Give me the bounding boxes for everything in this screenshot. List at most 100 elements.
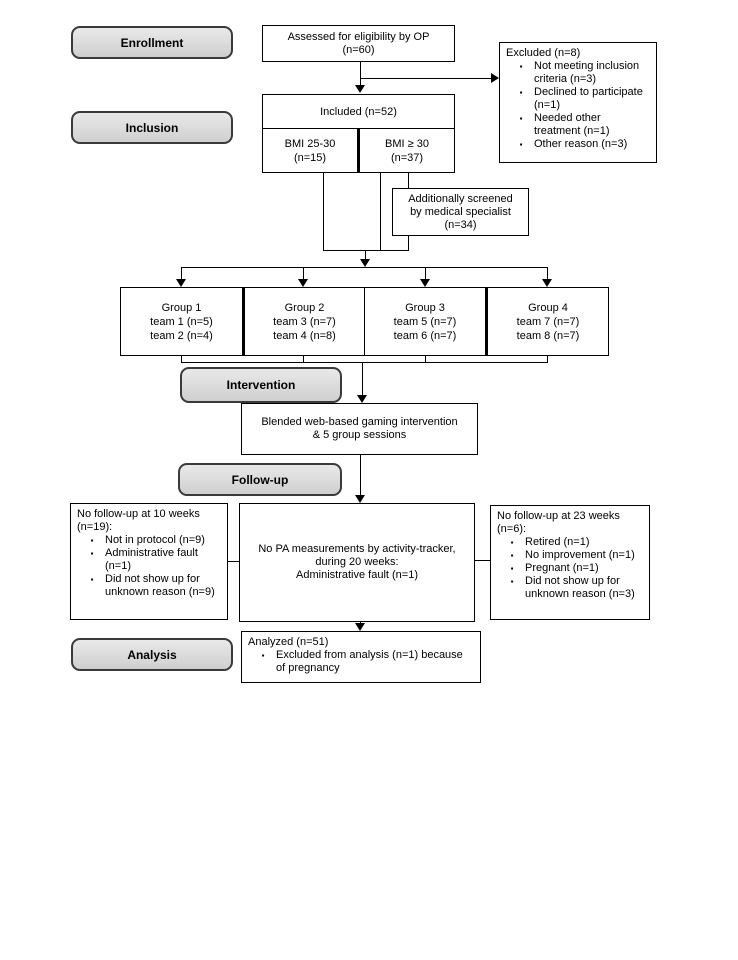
stage-label-followup-text: Follow-up: [231, 472, 289, 487]
group-1-team-1: team 1 (n=5): [150, 315, 213, 328]
followup-right-item-text: Retired (n=1): [525, 536, 590, 548]
line-group-3-stub: [425, 356, 426, 363]
line-bmi-right-down: [380, 173, 381, 250]
group-1-cell: Group 1 team 1 (n=5) team 2 (n=4): [121, 288, 242, 355]
box-intervention: Blended web-based gaming intervention & …: [241, 403, 478, 455]
group-3-team-2: team 6 (n=7): [393, 329, 457, 342]
stage-label-inclusion: Inclusion: [71, 111, 233, 144]
excluded-title: Excluded (n=8): [506, 47, 581, 59]
excluded-item-text: Declined to participate (n=1): [534, 86, 643, 111]
group-2-cell: Group 2 team 3 (n=7) team 4 (n=8): [245, 288, 364, 355]
screened-line1: Additionally screened: [408, 192, 513, 205]
analyzed-item: ▪ Excluded from analysis (n=1) because o…: [248, 649, 472, 675]
followup-left-item-text: Not in protocol (n=9): [105, 534, 205, 546]
arrowhead-into-group-1: [176, 279, 186, 287]
box-groups-row: Group 1 team 1 (n=5) team 2 (n=4) Group …: [120, 287, 609, 356]
stage-label-enrollment: Enrollment: [71, 26, 233, 59]
line-to-group-4: [547, 267, 548, 280]
followup-right-item-text: No improvement (n=1): [525, 549, 635, 561]
excluded-item-text: Other reason (n=3): [534, 138, 628, 150]
line-followup-right-stub: [475, 560, 490, 561]
followup-right-item: ▪ Did not show up for unknown reason (n=…: [497, 575, 641, 601]
stage-label-intervention: Intervention: [180, 367, 342, 403]
group-4-cell: Group 4 team 7 (n=7) team 8 (n=7): [488, 288, 608, 355]
line-branch-to-excluded: [361, 78, 491, 79]
box-no-followup-23-weeks: No follow-up at 23 weeks (n=6): ▪ Retire…: [490, 505, 650, 620]
group-3-team-1: team 5 (n=7): [393, 315, 457, 328]
arrowhead-into-followup: [355, 495, 365, 503]
box-additionally-screened: Additionally screened by medical special…: [392, 188, 529, 236]
bullet-square-icon: ▪: [519, 140, 523, 149]
followup-left-item: ▪ Not in protocol (n=9): [77, 534, 219, 547]
bullet-square-icon: ▪: [510, 577, 514, 586]
bullet-square-icon: ▪: [90, 549, 94, 558]
group-1-title: Group 1: [161, 301, 202, 314]
followup-mid-line3: Administrative fault (n=1): [296, 569, 418, 581]
analyzed-item-text: Excluded from analysis (n=1) because of …: [276, 649, 463, 674]
screened-count: (n=34): [444, 218, 477, 231]
followup-right-item-text: Did not show up for unknown reason (n=3): [525, 575, 635, 600]
line-to-group-3: [425, 267, 426, 280]
arrowhead-into-intervention: [357, 395, 367, 403]
line-to-group-2: [303, 267, 304, 280]
group-divider-1-2: [242, 288, 245, 355]
bmi-right-line1: BMI ≥ 30: [385, 137, 429, 150]
arrowhead-into-analyzed: [355, 623, 365, 631]
bmi-left-line1: BMI 25-30: [284, 137, 336, 150]
arrowhead-into-included: [355, 85, 365, 93]
line-bmi-left-down: [323, 173, 324, 250]
stage-label-intervention-text: Intervention: [226, 378, 296, 392]
bullet-square-icon: ▪: [510, 551, 514, 560]
group-2-team-1: team 3 (n=7): [273, 315, 336, 328]
bullet-square-icon: ▪: [510, 564, 514, 573]
group-2-title: Group 2: [284, 301, 325, 314]
line-group-1-stub: [181, 356, 182, 363]
assessed-count: (n=60): [342, 43, 375, 56]
screened-line2: by medical specialist: [410, 205, 511, 218]
bmi-right-count: (n=37): [390, 151, 424, 164]
excluded-item-text: Needed other treatment (n=1): [534, 112, 610, 137]
box-no-pa-measurements: No PA measurements by activity-tracker, …: [239, 503, 475, 622]
assessed-line1: Assessed for eligibility by OP: [287, 30, 430, 43]
excluded-item: ▪ Other reason (n=3): [506, 138, 648, 151]
group-3-cell: Group 3 team 5 (n=7) team 6 (n=7): [365, 288, 485, 355]
stage-label-analysis: Analysis: [71, 638, 233, 671]
box-no-followup-10-weeks: No follow-up at 10 weeks (n=19): ▪ Not i…: [70, 503, 228, 620]
stage-label-analysis-text: Analysis: [127, 647, 177, 662]
group-1-team-2: team 2 (n=4): [150, 329, 213, 342]
excluded-item: ▪ Needed other treatment (n=1): [506, 112, 648, 138]
box-excluded: Excluded (n=8) ▪ Not meeting inclusion c…: [499, 42, 657, 163]
analyzed-title: Analyzed (n=51): [248, 636, 329, 648]
line-assessed-to-included: [360, 62, 361, 85]
stage-label-followup: Follow-up: [178, 463, 342, 496]
stage-label-enrollment-text: Enrollment: [120, 35, 184, 50]
arrowhead-merge-down: [360, 259, 370, 267]
followup-left-title: No follow-up at 10 weeks (n=19):: [77, 508, 200, 533]
excluded-item: ▪ Not meeting inclusion criteria (n=3): [506, 60, 648, 86]
arrowhead-into-excluded: [491, 73, 499, 83]
followup-right-item-text: Pregnant (n=1): [525, 562, 599, 574]
line-groups-merge: [181, 362, 547, 363]
group-3-title: Group 3: [405, 301, 445, 314]
bullet-square-icon: ▪: [519, 114, 523, 123]
line-followup-left-stub: [228, 561, 239, 562]
followup-right-title: No follow-up at 23 weeks (n=6):: [497, 510, 620, 535]
line-group-4-stub: [547, 356, 548, 363]
group-4-team-1: team 7 (n=7): [516, 315, 580, 328]
bullet-square-icon: ▪: [510, 538, 514, 547]
line-out-of-screened: [408, 236, 409, 250]
excluded-item-text: Not meeting inclusion criteria (n=3): [534, 60, 640, 85]
followup-right-item: ▪ Retired (n=1): [497, 536, 641, 549]
line-into-screened: [408, 173, 409, 188]
bmi-left-count: (n=15): [293, 151, 327, 164]
intervention-line1: Blended web-based gaming intervention: [261, 416, 458, 428]
followup-mid-line1: No PA measurements by activity-tracker,: [258, 543, 456, 555]
followup-left-item: ▪ Did not show up for unknown reason (n=…: [77, 573, 219, 599]
included-bmi-divider: [357, 129, 360, 172]
group-4-title: Group 4: [528, 301, 568, 314]
line-groups-to-intervention: [362, 362, 363, 395]
line-split-to-groups: [181, 267, 547, 268]
line-group-2-stub: [303, 356, 304, 363]
bullet-square-icon: ▪: [90, 536, 94, 545]
